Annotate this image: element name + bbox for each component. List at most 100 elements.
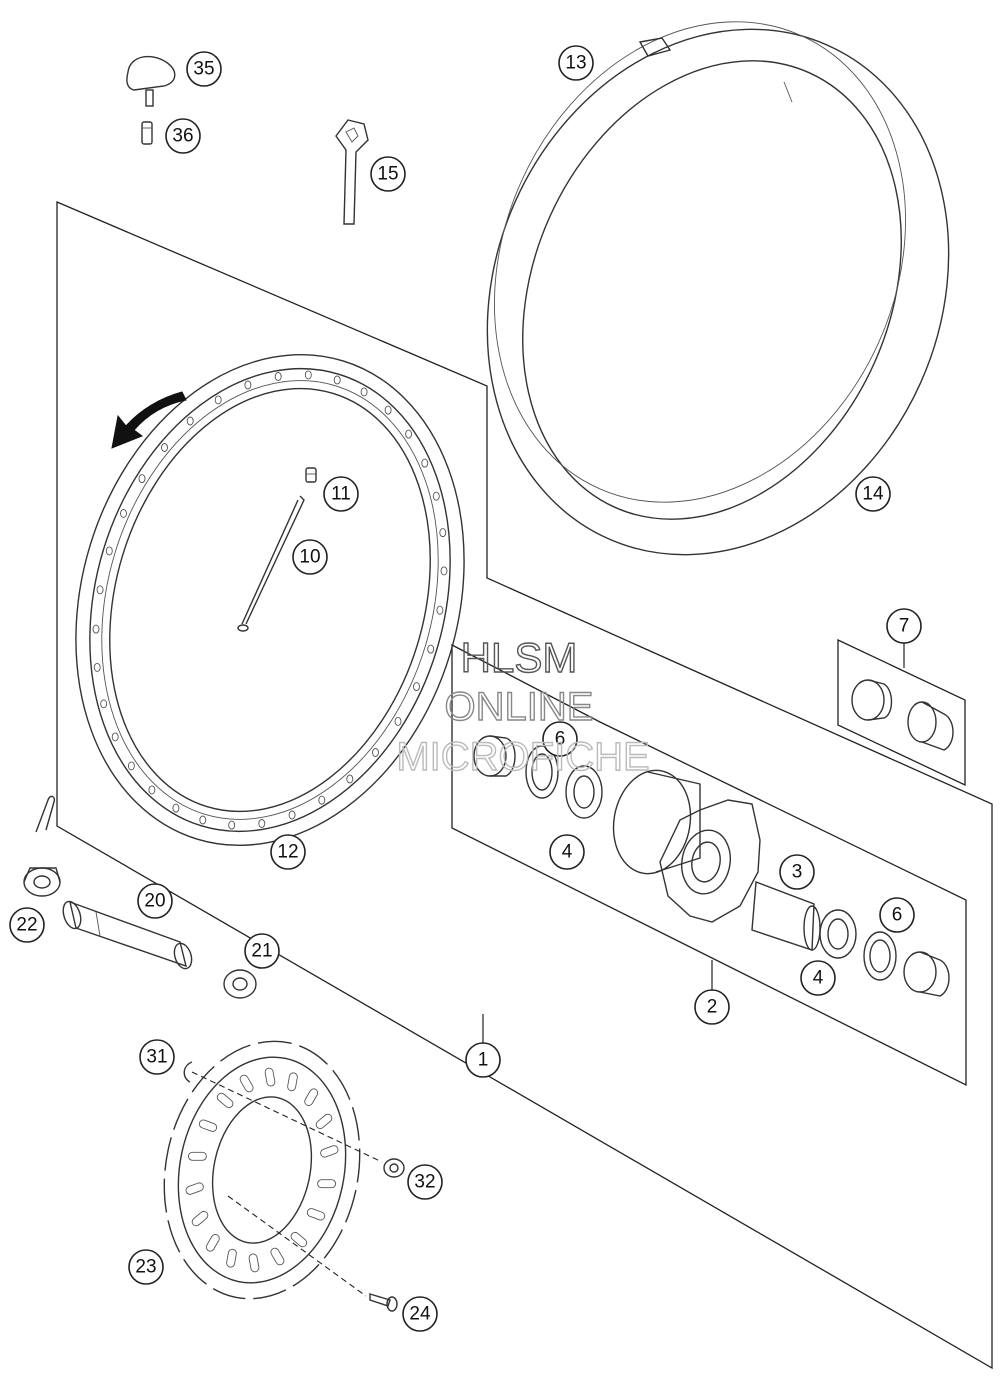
callout-label: 4 [813,968,824,989]
spoke-hole [288,810,296,820]
callout-label: 11 [331,484,351,505]
callout-21: 21 [244,933,280,969]
callout-label: 6 [892,905,903,926]
callout-label: 24 [409,1304,431,1325]
disc-slot [248,1253,260,1273]
spoke-hole [413,682,420,692]
rim-drawing [75,353,465,847]
callout-35: 35 [186,51,222,87]
spoke-hole [148,785,156,795]
callout-6-left: 6 [542,721,578,757]
hub-drawing [612,769,761,923]
spoke-hole [384,405,392,415]
circlip-drawing [183,1061,193,1083]
spoke-hole [333,375,341,385]
callout-label: 22 [16,915,37,936]
callout-label: 21 [251,941,272,962]
disc-slot [304,1088,319,1106]
disc-slot [216,1092,234,1109]
tire-drawing [486,21,950,556]
spoke-hole [421,458,429,468]
disc-slot [264,1067,276,1087]
spoke-hole [199,815,207,825]
callout-label: 3 [792,862,803,883]
disc-slot [205,1234,220,1252]
left-spacer-drawing [473,735,516,777]
disc-slot [306,1208,326,1221]
axle-nut-drawing [223,969,257,999]
axle-spacer-drawing [23,795,61,897]
brake-disc-drawing [163,1040,361,1300]
disc-slot [198,1119,218,1132]
callout-label: 7 [899,616,910,637]
disc-washer-drawing [383,1158,405,1178]
callout-11: 11 [323,476,359,512]
callout-7: 7 [886,608,922,644]
brake-disc-slots [185,1067,339,1273]
callout-32: 32 [407,1164,443,1200]
spoke-hole [120,508,127,518]
spoke-hole [440,566,448,576]
spoke-hole [172,803,180,813]
spoke-hole [92,624,100,634]
callout-36: 36 [165,118,201,154]
callout-label: 15 [377,164,398,185]
spoke-hole [138,474,146,484]
callout-label: 36 [172,126,193,147]
callout-24: 24 [402,1296,438,1332]
disc-slot [287,1072,298,1092]
callout-label: 4 [562,842,573,863]
spoke-hole [394,716,402,726]
callout-14: 14 [855,476,891,512]
callout-12: 12 [270,834,306,870]
rotation-arrow-icon [111,391,187,449]
callout-label: 2 [707,997,718,1018]
right-spacer-drawing [903,951,950,997]
spoke-hole [214,395,222,405]
rim-spoke-holes [92,370,448,830]
callout-1: 1 [465,1042,501,1078]
callout-label: 14 [862,484,884,505]
watermark-line-3: MICROFICHE [396,735,649,779]
spoke-hole [346,774,354,784]
spoke-hole [318,795,326,805]
spoke-hole [304,370,312,380]
left-seal-drawing [525,745,559,799]
spoke-hole [96,585,104,595]
spoke-hole [436,605,444,615]
callout-label: 23 [135,1257,156,1278]
spoke-hole [93,662,101,672]
valve-cap-drawing [126,55,176,107]
bearing-kit-parts-drawing [851,679,954,751]
callout-10: 10 [292,539,328,575]
spoke-hole [372,748,379,757]
spoke-hole [258,819,266,828]
spoke-wrench-drawing [335,119,369,225]
callout-label: 12 [277,842,298,863]
callout-label: 6 [555,729,566,750]
spoke-hole [186,416,194,426]
disc-slot [320,1145,339,1158]
valve-core-drawing [141,121,153,145]
spoke-hole [105,546,113,556]
right-bearing-drawing [819,909,857,959]
spoke-nipple-drawing [305,467,317,483]
spoke-hole [439,528,447,538]
callout-label: 32 [414,1172,435,1193]
disc-slot [290,1231,308,1248]
disc-slot [239,1074,254,1093]
callout-23: 23 [128,1249,164,1285]
disc-slot [315,1113,333,1130]
hub-assembly-frame [451,643,967,1087]
callout-label: 31 [146,1047,167,1068]
callout-15: 15 [370,156,406,192]
callout-label: 10 [299,547,320,568]
callout-2: 2 [694,989,730,1025]
callout-label: 20 [144,891,165,912]
callout-label: 13 [565,53,586,74]
disc-slot [191,1210,209,1227]
spoke-hole [360,387,368,397]
watermark: HLSM ONLINE MICROFICHE [396,633,651,779]
spoke-hole [228,820,236,830]
